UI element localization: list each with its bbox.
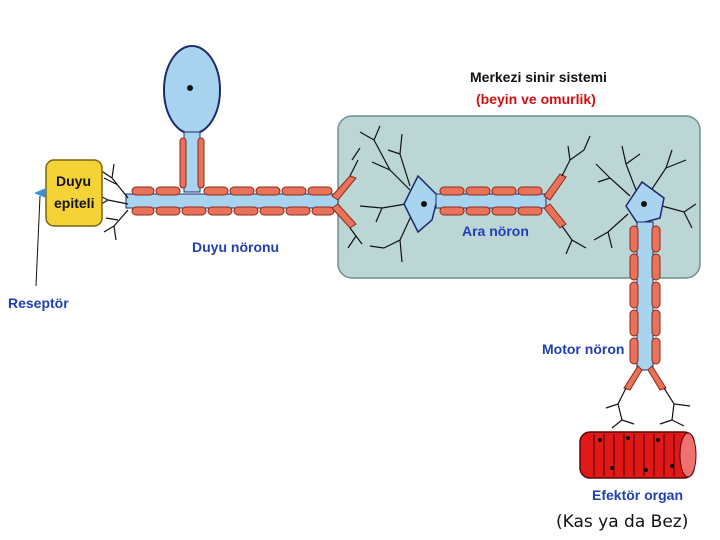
sensory-axon (125, 175, 357, 229)
receptor-epithelium: Duyu epiteli (45, 159, 103, 227)
cns-subtitle-label: (beyin ve omurlik) (476, 91, 596, 107)
interneuron (347, 125, 591, 263)
ara-noron-label: Ara nöron (462, 223, 529, 239)
cns-title-label: Merkezi sinir sistemi (470, 69, 607, 85)
receptor-label-line2: epiteli (54, 195, 94, 211)
motor-neuron (593, 145, 697, 429)
reseptor-label: Reseptör (8, 295, 69, 311)
receptor-pointer-line (35, 195, 41, 287)
sensory-stalk (179, 131, 205, 193)
motor-noron-label: Motor nöron (542, 341, 624, 357)
efektor-organ-label: Efektör organ (592, 487, 683, 503)
sensory-cell-body (163, 45, 221, 135)
effector-caption: (Kas ya da Bez) (556, 512, 689, 532)
duyu-noronu-label: Duyu nöronu (192, 239, 279, 255)
receptor-label-line1: Duyu (56, 173, 91, 189)
effector-muscle (579, 431, 697, 479)
receptor-marker (34, 188, 46, 198)
